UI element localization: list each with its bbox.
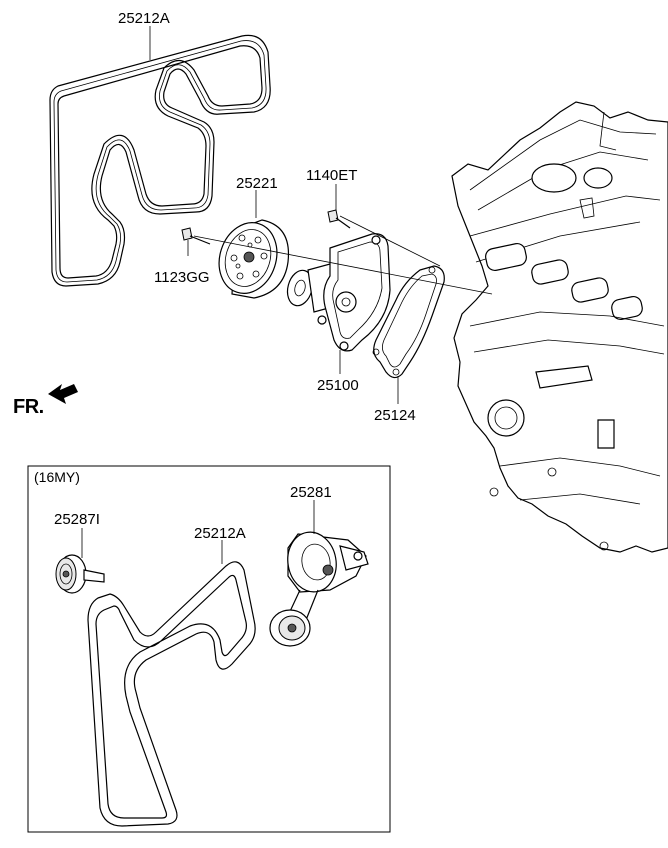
drive-belt-top (49, 34, 271, 287)
leader-lines (81, 26, 399, 564)
inset-title: (16MY) (34, 469, 80, 485)
label-inset-idler: 25287I (54, 511, 100, 528)
inset-frame (27, 465, 391, 833)
assembly-axis (193, 235, 493, 295)
pump-bolt (327, 209, 351, 229)
bolt-axis (339, 215, 441, 267)
label-belt-top: 25212A (118, 10, 170, 27)
label-inset-tensioner: 25281 (290, 484, 332, 501)
label-pulley-bolt: 1123GG (154, 269, 210, 286)
label-inset-belt: 25212A (194, 525, 246, 542)
front-indicator: FR. (13, 396, 44, 418)
inset-idler-pulley (55, 554, 105, 594)
inset-drive-belt (87, 561, 256, 827)
front-arrow-icon (48, 384, 78, 404)
pulley-bolt (181, 227, 211, 256)
idler-pulley (218, 219, 290, 299)
pump-gasket (372, 265, 445, 379)
inset-tensioner (269, 531, 369, 647)
label-gasket: 25124 (374, 407, 416, 424)
label-pump-bolt: 1140ET (306, 167, 358, 184)
label-water-pump: 25100 (317, 377, 359, 394)
label-idler-pulley: 25221 (236, 175, 278, 192)
water-pump (286, 233, 391, 352)
engine-block (451, 101, 668, 553)
